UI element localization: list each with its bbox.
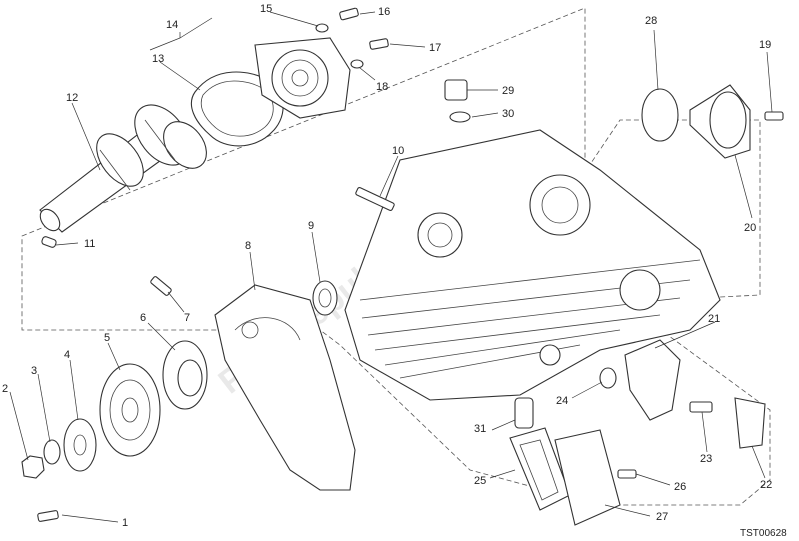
- cylinder-head: [344, 129, 721, 401]
- callout-17: 17: [429, 42, 441, 54]
- callout-20: 20: [744, 222, 756, 234]
- callout-15: 15: [260, 3, 272, 15]
- callout-29: 29: [502, 85, 514, 97]
- lower-cover-parts: [509, 397, 637, 526]
- callout-26: 26: [674, 481, 686, 493]
- flat-washer-part: [43, 439, 61, 465]
- callout-31: 31: [474, 423, 486, 435]
- callout-3: 3: [31, 365, 37, 377]
- callout-30: 30: [502, 108, 514, 120]
- callout-28: 28: [645, 15, 657, 27]
- cover-screws: [315, 7, 389, 69]
- camshaft: [39, 104, 207, 233]
- callout-6: 6: [140, 312, 146, 324]
- head-group-outline: [21, 7, 771, 506]
- callout-labels: 1 2 3 4 5 6 7 8 9 10 11 12 13 14 15 16 1…: [2, 3, 772, 529]
- callout-9: 9: [308, 220, 314, 232]
- callout-2: 2: [2, 383, 8, 395]
- callout-11: 11: [84, 238, 95, 250]
- stud-part: [355, 187, 395, 211]
- callout-24: 24: [556, 395, 568, 407]
- callout-19: 19: [759, 39, 771, 51]
- callout-5: 5: [104, 332, 110, 344]
- callout-4: 4: [64, 349, 70, 361]
- callout-21: 21: [708, 313, 720, 325]
- drawing-code: TST00628: [740, 528, 787, 539]
- callout-10: 10: [392, 145, 404, 157]
- callout-1: 1: [122, 517, 128, 529]
- pin-part: [41, 236, 57, 248]
- callout-12: 12: [66, 92, 78, 104]
- callout-13: 13: [152, 53, 164, 65]
- bolt-7-part: [150, 276, 172, 296]
- callout-22: 22: [760, 479, 772, 491]
- callout-18: 18: [376, 81, 388, 93]
- callout-27: 27: [656, 511, 668, 523]
- gasket-part: [190, 71, 284, 147]
- callout-7: 7: [184, 312, 190, 324]
- end-cover-parts: [641, 84, 784, 159]
- belt-cover-part: [214, 284, 356, 491]
- pulley-part: [162, 340, 208, 410]
- callout-23: 23: [700, 453, 712, 465]
- oil-seal-part: [312, 280, 338, 316]
- callout-16: 16: [378, 6, 390, 18]
- nut-part: [21, 455, 45, 479]
- callout-25: 25: [474, 475, 486, 487]
- leader-lines: [9, 11, 773, 523]
- callout-8: 8: [245, 240, 251, 252]
- camshaft-cover-part: [254, 37, 351, 119]
- sensor-parts: [599, 339, 766, 449]
- sprocket-part: [99, 363, 161, 457]
- filler-cap-part: [444, 79, 471, 123]
- washer-part: [63, 418, 97, 472]
- callout-14: 14: [166, 19, 178, 31]
- bolt-part: [37, 510, 59, 522]
